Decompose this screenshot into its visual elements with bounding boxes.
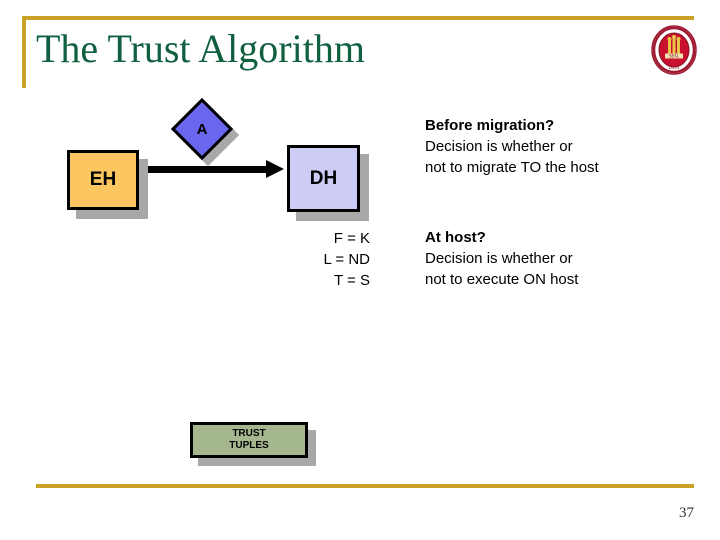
trust-tuples-label-line2: TUPLES <box>229 440 269 451</box>
annotation-at-host-heading: At host? <box>425 229 486 246</box>
annotation-before-migration-line2: not to migrate TO the host <box>425 159 599 176</box>
seal-year: 1851 <box>668 65 680 71</box>
svg-text:SEAL: SEAL <box>669 54 680 59</box>
tuple-line-f: F = K <box>333 230 370 247</box>
footer-rule <box>36 484 694 488</box>
annotation-before-migration-heading: Before migration? <box>425 117 555 134</box>
annotation-at-host-line1: Decision is whether or <box>425 250 573 267</box>
dh-node: DH <box>287 145 360 212</box>
a-node-label: A <box>196 120 208 138</box>
trust-tuple-values: F = K L = ND T = S <box>250 228 370 291</box>
header-rule-horizontal <box>22 16 694 20</box>
trust-tuples-label-line1: TRUST <box>232 428 266 439</box>
page-title: The Trust Algorithm <box>36 26 365 71</box>
header-rule-vertical <box>22 16 26 88</box>
page-number: 37 <box>679 505 694 521</box>
annotation-at-host-line2: not to execute ON host <box>425 271 579 288</box>
university-seal-logo: SEAL 1851 <box>650 24 698 76</box>
annotation-at-host: At host? Decision is whether or not to e… <box>425 227 695 290</box>
eh-node: EH <box>67 150 139 210</box>
tuple-line-l: L = ND <box>323 251 370 268</box>
flow-arrow-head <box>266 160 284 178</box>
university-seal-icon: SEAL 1851 <box>651 25 697 75</box>
annotation-before-migration-line1: Decision is whether or <box>425 138 573 155</box>
flow-arrow-shaft <box>142 166 270 173</box>
annotation-before-migration: Before migration? Decision is whether or… <box>425 115 695 178</box>
tuple-line-t: T = S <box>334 272 370 289</box>
trust-tuples-node: TRUST TUPLES <box>190 422 308 458</box>
